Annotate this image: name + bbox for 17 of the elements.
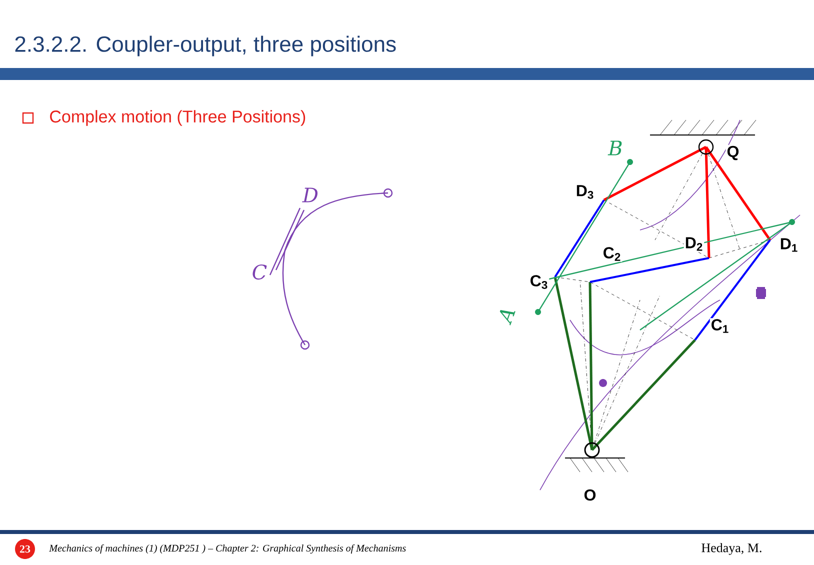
- footer-text: Mechanics of machines (1) (MDP251 ) – Chapter 2: Graphical Synthesis of Mechanisms: [49, 544, 406, 554]
- handwritten-letter: C: [252, 264, 267, 280]
- point-label: D$_{2}$: [684, 236, 704, 252]
- slide-title: 2.3.2.2. Coupler-output, three positions: [15, 36, 396, 56]
- point-label: C$_{3}$: [528, 274, 550, 290]
- point-label: O: [582, 488, 598, 502]
- point-label: C$_{2}$: [602, 246, 622, 262]
- author-name: Hedaya, M.: [702, 543, 762, 555]
- page-number: 23: [20, 545, 30, 553]
- handwritten-letter: A: [500, 310, 516, 326]
- point-label: C$_{1}$: [710, 318, 730, 334]
- bullet-text: Complex motion (Three Positions): [50, 110, 306, 126]
- handwritten-letter: D: [302, 188, 318, 202]
- handwritten-letter: B: [608, 140, 622, 156]
- point-label: D$_{1}$: [778, 237, 800, 253]
- point-label: Q: [726, 144, 740, 162]
- point-label: D$_{3}$: [574, 184, 596, 200]
